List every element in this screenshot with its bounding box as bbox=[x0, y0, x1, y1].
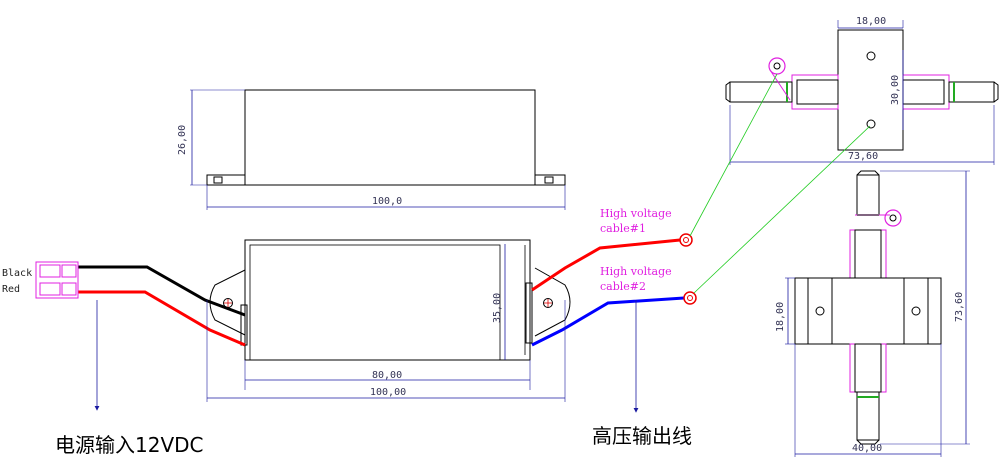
rb-bottom-tube bbox=[856, 391, 880, 441]
right-screw-hole bbox=[543, 298, 553, 308]
right-flange bbox=[534, 174, 566, 186]
leader-line-2 bbox=[693, 125, 871, 294]
rt-right-tube bbox=[948, 81, 995, 103]
input-caption: 电源输入12VDC bbox=[55, 433, 204, 457]
black-wire-label: Black bbox=[2, 268, 32, 279]
module-body bbox=[244, 239, 531, 361]
output-caption: 高压输出线 bbox=[592, 424, 692, 448]
hv-cable-1-label-line2: cable#1 bbox=[600, 222, 646, 235]
input-connector bbox=[35, 261, 79, 299]
right-top-view: 18,00 30,00 73,60 bbox=[725, 16, 999, 165]
hv-cable-1-label-line1: High voltage bbox=[600, 207, 672, 220]
right-bottom-view: 18,00 73,60 40,00 bbox=[775, 170, 970, 457]
left-flange bbox=[206, 174, 246, 186]
rt-total-label: 73,60 bbox=[848, 151, 878, 162]
ring-terminal-2 bbox=[683, 291, 697, 305]
hv-cable-2 bbox=[531, 296, 685, 347]
rt-left-tube bbox=[729, 81, 793, 103]
hv-cable-2-label-line1: High voltage bbox=[600, 265, 672, 278]
body-height-label: 35,00 bbox=[492, 293, 503, 323]
rt-height-label: 30,00 bbox=[890, 75, 901, 105]
body-length-label: 80,00 bbox=[372, 370, 402, 381]
rt-width-label: 18,00 bbox=[856, 16, 886, 27]
red-input-wire bbox=[78, 290, 246, 347]
ring-terminal-1 bbox=[679, 233, 693, 247]
output-terminal bbox=[525, 282, 533, 344]
rb-total-label: 73,60 bbox=[954, 292, 965, 322]
front-plan-view: Black Red High voltage cable#1 High volt… bbox=[2, 207, 697, 457]
black-input-wire bbox=[78, 265, 246, 317]
top-elevation-view: 26,00 100,0 bbox=[177, 89, 566, 210]
rb-ring-lug bbox=[884, 209, 902, 227]
total-length-label: 100,00 bbox=[370, 387, 406, 398]
red-wire-label: Red bbox=[2, 284, 20, 295]
rb-block bbox=[794, 277, 942, 345]
hv-cable-2-label-line2: cable#2 bbox=[600, 280, 646, 293]
input-terminal bbox=[240, 304, 248, 346]
rb-width-label: 40,00 bbox=[852, 443, 882, 454]
top-height-label: 26,00 bbox=[177, 125, 188, 155]
top-body-outline bbox=[244, 89, 536, 186]
top-width-label: 100,0 bbox=[372, 196, 402, 207]
leader-line-1 bbox=[689, 73, 778, 237]
rb-top-tube bbox=[856, 174, 880, 216]
hv-cable-1 bbox=[531, 238, 681, 292]
rb-height-label: 18,00 bbox=[775, 302, 786, 332]
